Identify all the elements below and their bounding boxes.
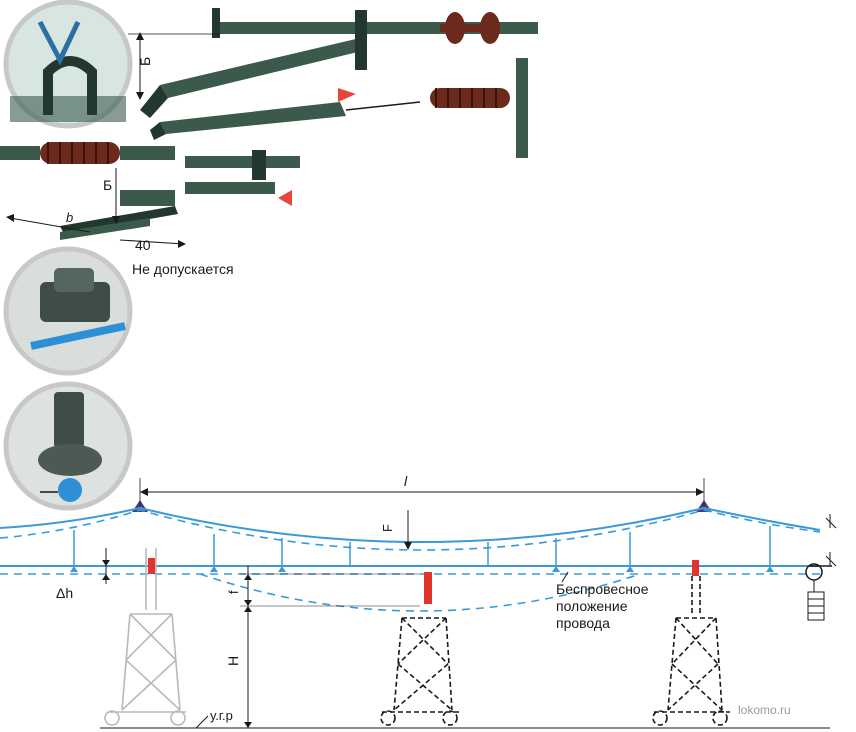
insulator-icon xyxy=(40,142,120,164)
level-f-label: f xyxy=(226,590,241,594)
clamp-side-icon xyxy=(3,381,133,511)
wire-note-line-2: положение xyxy=(556,598,628,614)
arrow-icon xyxy=(278,190,292,206)
tower-center xyxy=(380,617,460,726)
dim-b-mid-label: Б xyxy=(103,177,112,193)
cantilever-assembly xyxy=(0,8,538,248)
span-l-label: l xyxy=(404,473,408,489)
catenary-system xyxy=(0,478,837,729)
anchor-weight-icon xyxy=(805,514,837,621)
pantograph-marker-right xyxy=(692,560,699,576)
pantograph-marker-center xyxy=(424,572,432,604)
tower-left xyxy=(104,548,186,726)
height-h-label: H xyxy=(225,656,241,666)
not-allowed-label: Не допускается xyxy=(132,261,234,277)
ground-level-label: у.г.р xyxy=(210,708,233,723)
sag-f-label: F xyxy=(380,524,395,532)
pantograph-marker-left xyxy=(148,558,155,574)
wire-note-line-3: провода xyxy=(556,615,610,631)
tower-right xyxy=(652,576,730,726)
clamp-front-icon xyxy=(3,246,133,376)
hook-clamp-icon xyxy=(3,0,133,129)
dim-40-label: 40 xyxy=(135,237,151,253)
dim-b-small-label: b xyxy=(66,210,73,225)
dim-b-top-label: Б xyxy=(137,57,153,66)
delta-h-label: Δh xyxy=(56,585,73,601)
insulator-icon xyxy=(440,12,500,44)
arrow-icon xyxy=(338,88,356,102)
wire-note-line-1: Беспровесное xyxy=(556,581,649,597)
watermark: lokomo.ru xyxy=(738,703,791,717)
insulator-icon xyxy=(430,88,510,108)
